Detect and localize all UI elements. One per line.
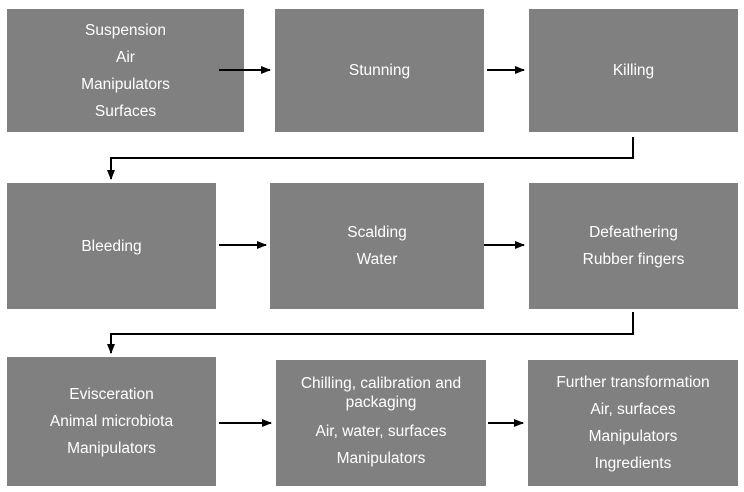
step-scalding: Scalding Water bbox=[270, 183, 484, 309]
step-detail: Manipulators bbox=[588, 428, 678, 445]
step-detail: Ingredients bbox=[594, 455, 672, 472]
step-detail: Rubber fingers bbox=[582, 251, 685, 268]
arrow-defeathering-to-evisceration bbox=[107, 312, 634, 354]
step-title: Bleeding bbox=[81, 237, 142, 255]
step-title: Scalding bbox=[347, 224, 407, 241]
step-title: Suspension bbox=[84, 21, 166, 39]
step-killing: Killing bbox=[529, 9, 738, 132]
step-detail: Air bbox=[116, 48, 135, 66]
step-detail: Air, surfaces bbox=[590, 401, 676, 418]
step-detail: Surfaces bbox=[94, 102, 157, 120]
step-detail: Manipulators bbox=[67, 440, 156, 457]
step-title: Defeathering bbox=[589, 224, 678, 241]
step-chilling-calibration-packaging: Chilling, calibration and packaging Air,… bbox=[276, 360, 486, 486]
step-title: Stunning bbox=[348, 62, 411, 79]
step-bleeding: Bleeding bbox=[7, 183, 216, 309]
step-title: Killing bbox=[612, 62, 655, 79]
step-detail: Manipulators bbox=[336, 450, 426, 467]
step-detail: Air, water, surfaces bbox=[315, 423, 447, 440]
step-detail: Animal microbiota bbox=[49, 413, 174, 430]
step-stunning: Stunning bbox=[275, 9, 484, 132]
step-title: Chilling, calibration and packaging bbox=[300, 375, 462, 411]
step-further-transformation: Further transformation Air, surfaces Man… bbox=[528, 360, 738, 486]
step-detail: Manipulators bbox=[81, 75, 170, 93]
step-detail: Water bbox=[356, 251, 398, 268]
step-defeathering: Defeathering Rubber fingers bbox=[529, 183, 738, 309]
step-title: Evisceration bbox=[69, 386, 154, 403]
step-title: Further transformation bbox=[556, 374, 710, 391]
arrow-killing-to-bleeding bbox=[107, 137, 634, 180]
step-evisceration: Evisceration Animal microbiota Manipulat… bbox=[7, 357, 216, 486]
step-suspension: Suspension Air Manipulators Surfaces bbox=[7, 9, 244, 132]
